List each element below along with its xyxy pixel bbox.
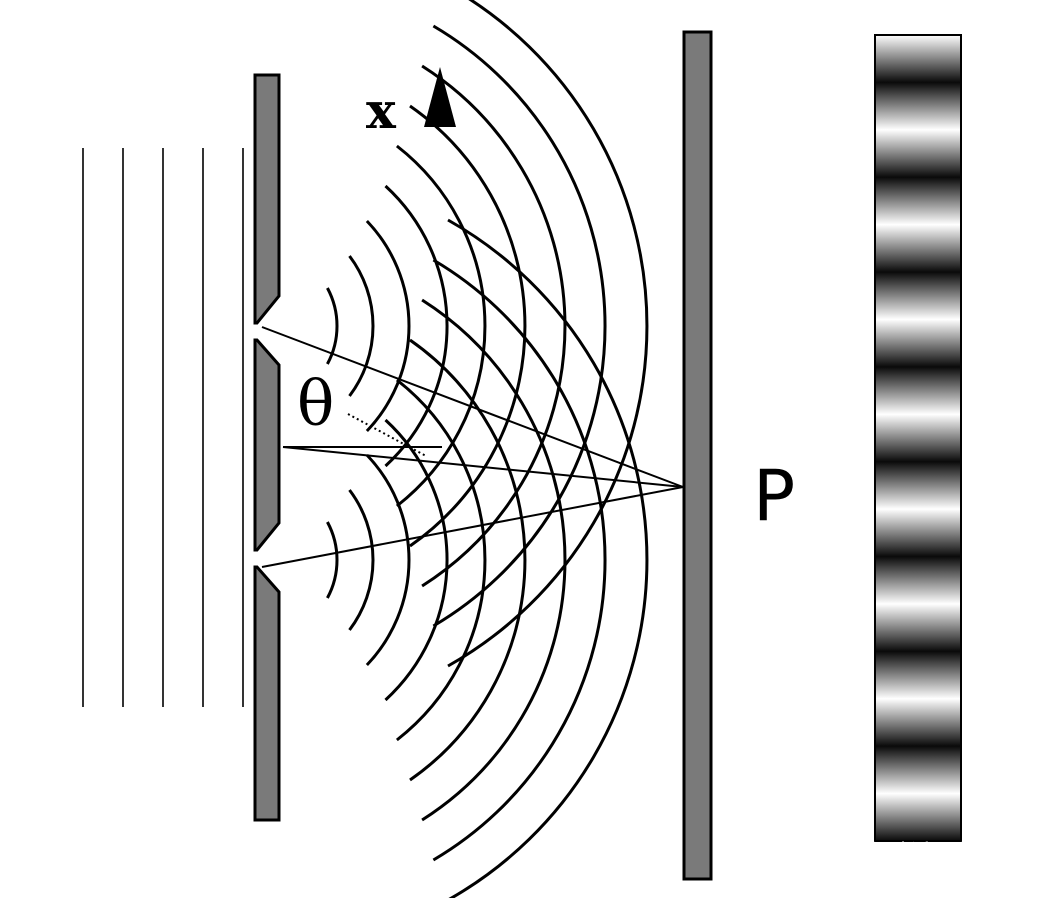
wavefront-lower-9 xyxy=(447,218,649,898)
watermark-text: 知乎 @杂然赋流形、 xyxy=(733,839,994,872)
ray-upper-slit-to-p xyxy=(261,326,684,488)
wavefront-lower-1 xyxy=(326,521,339,599)
wavefront-upper-2 xyxy=(348,255,375,397)
wavefront-upper-1 xyxy=(326,287,339,365)
wavefront-lower-8 xyxy=(432,258,607,862)
x-direction-arrow-icon xyxy=(424,67,456,127)
ray-center-to-p xyxy=(282,446,684,488)
wavefront-upper-7 xyxy=(421,64,567,588)
wavefront-lower-7 xyxy=(421,298,567,822)
slit-barrier-top xyxy=(253,73,281,325)
wavefront-lower-6 xyxy=(409,338,527,782)
wavefront-lower-3 xyxy=(365,453,411,667)
interference-fringe-pattern xyxy=(874,34,962,842)
slit-barrier-middle xyxy=(253,338,281,552)
wavefront-lower-4 xyxy=(384,418,449,702)
incoming-plane-waves xyxy=(82,148,244,707)
wavefront-lower-5 xyxy=(395,378,487,742)
wavefront-upper-3 xyxy=(365,219,411,433)
wavefront-upper-9 xyxy=(447,0,649,668)
wavefronts-lower-slit xyxy=(326,218,649,898)
ray-lower-slit-to-p xyxy=(261,486,684,568)
wavefront-lower-2 xyxy=(348,489,375,631)
x-axis-label: x xyxy=(366,81,397,140)
point-p-label: P xyxy=(753,455,795,537)
wavefront-upper-6 xyxy=(409,104,527,548)
theta-angle-label: θ xyxy=(297,367,334,440)
detection-screen xyxy=(682,30,713,881)
wavefront-upper-4 xyxy=(384,184,449,468)
wavefront-upper-8 xyxy=(432,24,607,628)
slit-barrier-bottom xyxy=(253,565,281,822)
